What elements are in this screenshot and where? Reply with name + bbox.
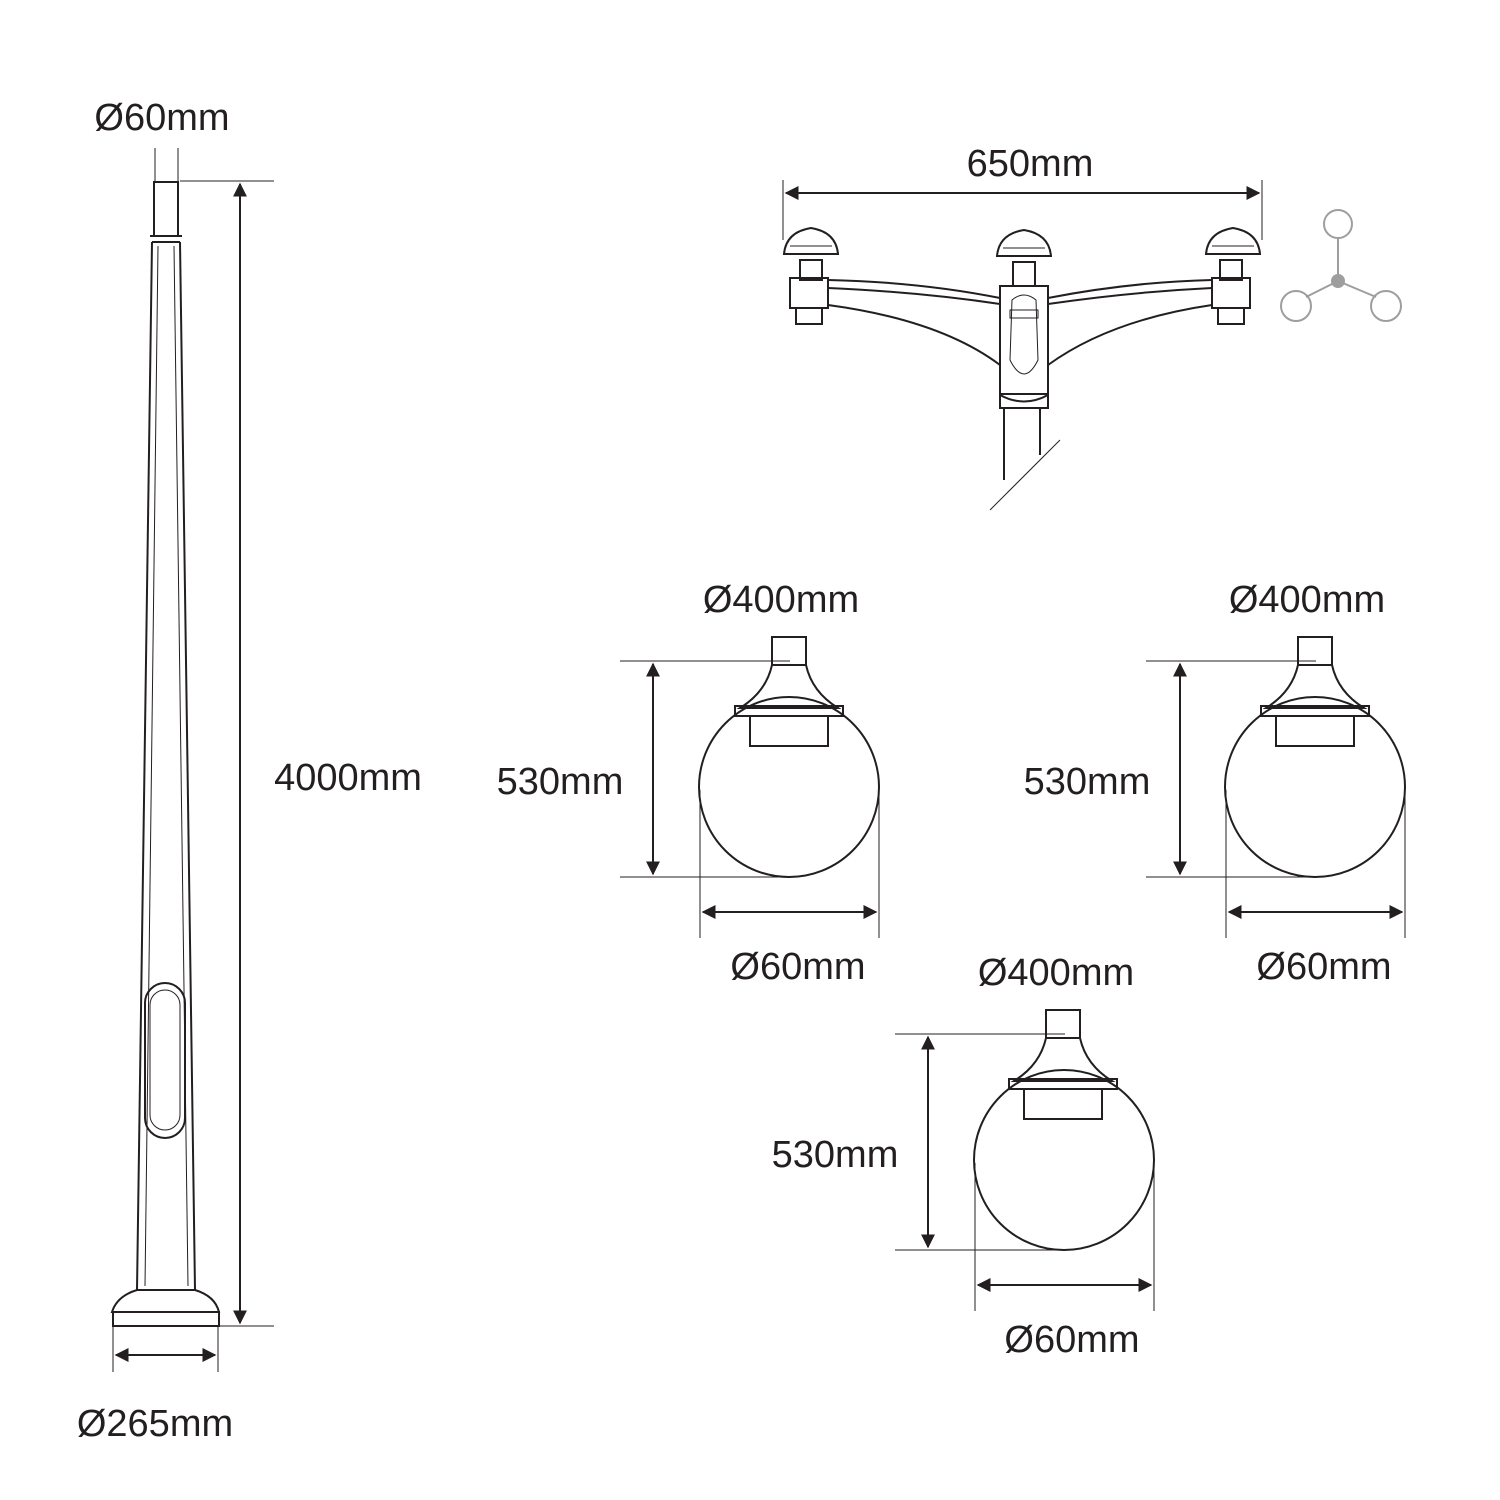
- globe-lamp-3: [973, 1009, 1155, 1251]
- bracket-span-dimension: 650mm: [782, 143, 1263, 240]
- pole-drawing: [110, 181, 221, 1327]
- globe-lamp-1: [698, 636, 880, 878]
- bracket-drawing: [782, 226, 1262, 511]
- globe-1-top-diameter: Ø400mm: [703, 579, 859, 621]
- three-arm-layout-icon: [1280, 209, 1402, 322]
- globe-1-bottom-diameter: Ø60mm: [730, 946, 865, 988]
- pole-top-dimension: Ø60mm: [94, 97, 230, 182]
- globe-2-dimensions: Ø400mm 530mm Ø60mm: [1024, 579, 1406, 988]
- globe-3-bottom-diameter: Ø60mm: [1004, 1319, 1139, 1361]
- pole-base-dimension: Ø265mm: [77, 1326, 233, 1445]
- globe-3-top-diameter: Ø400mm: [978, 952, 1134, 994]
- globe-lamp-2: [1224, 636, 1406, 878]
- pole-height-dimension: 4000mm: [180, 180, 422, 1327]
- globe-1-height: 530mm: [497, 761, 624, 803]
- pole-top-diameter-label: Ø60mm: [94, 97, 229, 139]
- globe-2-height: 530mm: [1024, 761, 1151, 803]
- globe-1-dimensions: Ø400mm 530mm Ø60mm: [497, 579, 880, 988]
- bracket-span-label: 650mm: [967, 143, 1094, 185]
- pole-base-diameter-label: Ø265mm: [77, 1403, 233, 1445]
- globe-2-top-diameter: Ø400mm: [1229, 579, 1385, 621]
- globe-2-bottom-diameter: Ø60mm: [1256, 946, 1391, 988]
- globe-3-dimensions: Ø400mm 530mm Ø60mm: [772, 952, 1155, 1361]
- pole-height-label: 4000mm: [274, 757, 422, 799]
- globe-3-height: 530mm: [772, 1134, 899, 1176]
